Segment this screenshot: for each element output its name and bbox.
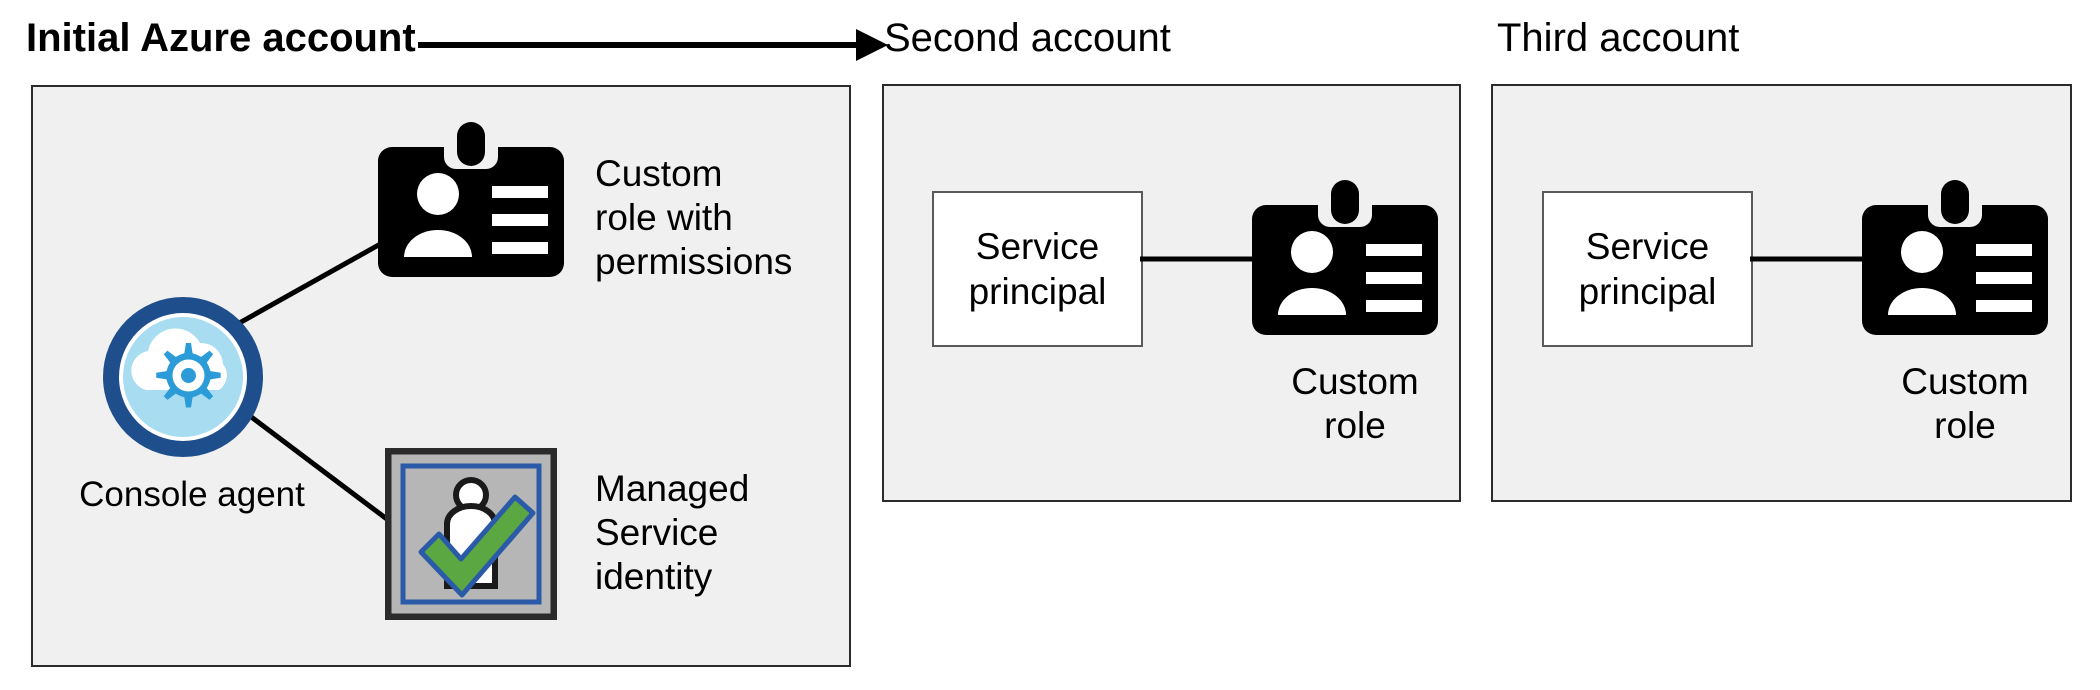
managed-service-identity-label: Managed Service identity bbox=[595, 468, 750, 597]
managed-service-identity-icon bbox=[385, 448, 557, 620]
panel-title-second-account: Second account bbox=[884, 16, 1171, 60]
console-agent-label: Console agent bbox=[79, 475, 305, 514]
panel-title-third-account: Third account bbox=[1497, 16, 1740, 60]
custom-role-label-second: Custom role bbox=[1291, 361, 1419, 446]
cloud-gear-icon bbox=[100, 294, 266, 460]
id-badge-icon bbox=[378, 122, 564, 277]
service-principal-box-second: Service principal bbox=[932, 191, 1143, 347]
panel-title-initial-azure-account: Initial Azure account bbox=[26, 16, 416, 60]
custom-role-label-third: Custom role bbox=[1901, 361, 2029, 446]
id-badge-icon bbox=[1862, 180, 2048, 335]
custom-role-with-permissions-label: Custom role with permissions bbox=[595, 153, 793, 282]
right-arrow-icon bbox=[418, 22, 888, 68]
id-badge-icon bbox=[1252, 180, 1438, 335]
service-principal-box-third: Service principal bbox=[1542, 191, 1753, 347]
